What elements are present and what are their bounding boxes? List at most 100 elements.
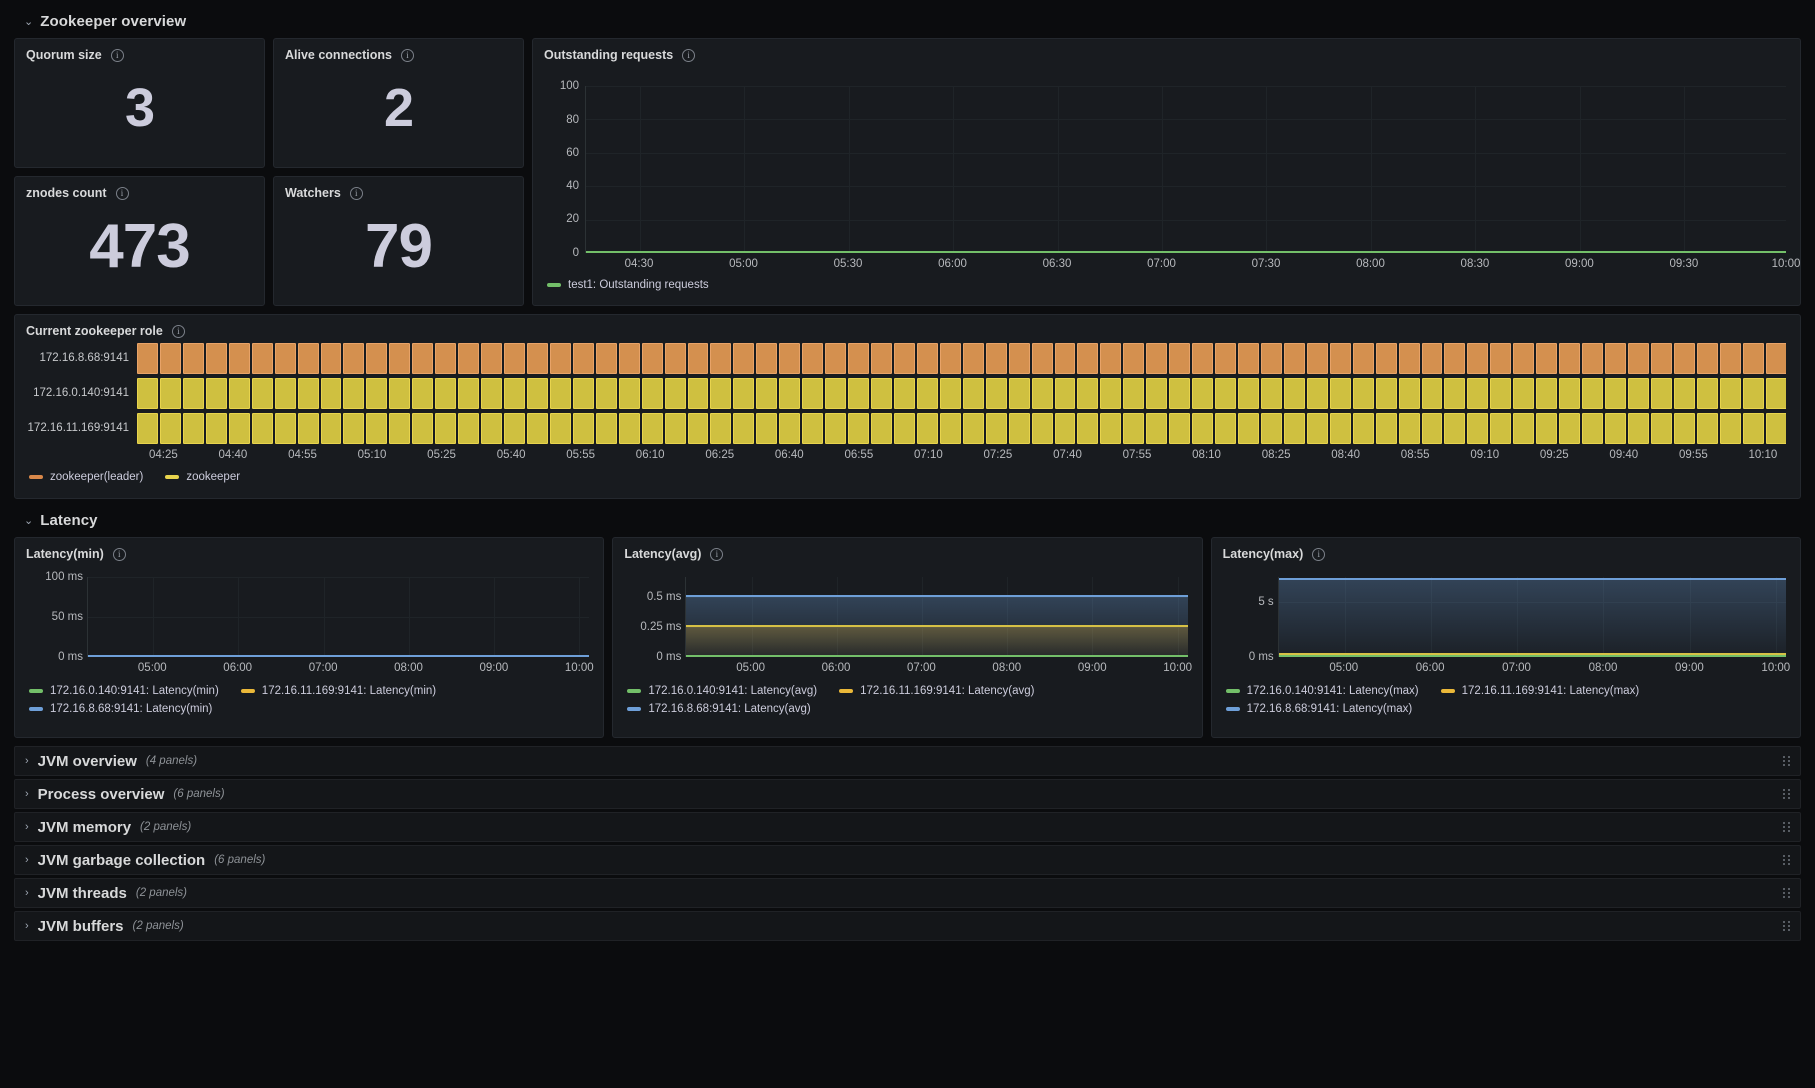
timeline-cell[interactable] (848, 378, 869, 409)
timeline-cell[interactable] (848, 343, 869, 374)
timeline-cell[interactable] (733, 343, 755, 374)
timeline-cell[interactable] (274, 378, 296, 409)
timeline-cell[interactable] (962, 378, 984, 409)
timeline-cell[interactable] (228, 413, 250, 444)
timeline-cell[interactable] (664, 343, 686, 374)
timeline-cell[interactable] (1100, 413, 1122, 444)
timeline-cell[interactable] (1283, 378, 1305, 409)
timeline-cell[interactable] (435, 343, 457, 374)
timeline-cell[interactable] (779, 413, 801, 444)
timeline-cell[interactable] (756, 378, 778, 409)
panel-latency-max[interactable]: Latency(max) i 5 s 0 ms 05: (1210, 537, 1801, 738)
timeline-cell[interactable] (1513, 413, 1535, 444)
timeline-cell[interactable] (389, 378, 411, 409)
timeline-cell[interactable] (1008, 378, 1030, 409)
timeline-cell[interactable] (1329, 413, 1351, 444)
timeline-cell[interactable] (366, 343, 388, 374)
timeline-cell[interactable] (641, 343, 663, 374)
timeline-cell[interactable] (320, 343, 342, 374)
timeline-cell[interactable] (1146, 378, 1168, 409)
timeline-cell[interactable] (1765, 378, 1786, 409)
timeline-cell[interactable] (802, 413, 824, 444)
timeline-cell[interactable] (526, 378, 548, 409)
timeline-cell[interactable] (939, 378, 961, 409)
timeline-cell[interactable] (1536, 343, 1558, 374)
timeline-cell[interactable] (481, 378, 502, 409)
timeline-cell[interactable] (985, 343, 1007, 374)
timeline-cell[interactable] (549, 343, 571, 374)
timeline-track-leader[interactable] (137, 343, 1786, 374)
timeline-cell[interactable] (1146, 343, 1168, 374)
timeline-cell[interactable] (1375, 343, 1397, 374)
timeline-cell[interactable] (1696, 343, 1718, 374)
timeline-cell[interactable] (1100, 378, 1122, 409)
timeline-cell[interactable] (1444, 413, 1466, 444)
drag-handle-icon[interactable] (1783, 888, 1790, 898)
panel-outstanding-requests[interactable]: Outstanding requests i 100 80 60 40 20 0 (532, 38, 1801, 306)
timeline-cell[interactable] (1605, 343, 1626, 374)
stat-panel-watchers[interactable]: Watchers i 79 (273, 176, 524, 306)
legend-item[interactable]: 172.16.11.169:9141: Latency(avg) (839, 685, 1034, 697)
timeline-cell[interactable] (1352, 378, 1374, 409)
timeline-cell[interactable] (1146, 413, 1168, 444)
timeline-cell[interactable] (1444, 343, 1466, 374)
timeline-cell[interactable] (435, 378, 457, 409)
timeline-cell[interactable] (251, 343, 273, 374)
panel-current-zookeeper-role[interactable]: Current zookeeper role i 172.16.8.68:914… (14, 314, 1801, 499)
timeline-cell[interactable] (1192, 343, 1214, 374)
timeline-cell[interactable] (1605, 378, 1626, 409)
info-icon[interactable]: i (115, 186, 129, 200)
legend-item[interactable]: 172.16.8.68:9141: Latency(max) (1225, 703, 1791, 715)
legend-item[interactable]: 172.16.11.169:9141: Latency(max) (1440, 685, 1639, 697)
timeline-cell[interactable] (756, 343, 778, 374)
timeline-cell[interactable] (297, 413, 319, 444)
timeline-cell[interactable] (1765, 413, 1786, 444)
stat-panel-quorum-size[interactable]: Quorum size i 3 (14, 38, 265, 168)
timeline-cell[interactable] (1467, 343, 1489, 374)
timeline-cell[interactable] (1467, 413, 1489, 444)
timeline-cell[interactable] (205, 378, 227, 409)
timeline-cell[interactable] (572, 413, 594, 444)
timeline-cell[interactable] (1306, 343, 1328, 374)
drag-handle-icon[interactable] (1783, 921, 1790, 931)
timeline-cell[interactable] (641, 413, 663, 444)
timeline-cell[interactable] (1467, 378, 1489, 409)
timeline-cell[interactable] (595, 378, 617, 409)
timeline-cell[interactable] (1536, 378, 1558, 409)
timeline-cell[interactable] (1375, 413, 1397, 444)
info-icon[interactable]: i (400, 48, 414, 62)
timeline-cell[interactable] (1490, 413, 1512, 444)
timeline-cell[interactable] (1238, 378, 1259, 409)
timeline-cell[interactable] (916, 343, 938, 374)
timeline-cell[interactable] (572, 343, 594, 374)
timeline-cell[interactable] (343, 413, 365, 444)
collapsed-row[interactable]: ›JVM buffers(2 panels) (14, 911, 1801, 941)
timeline-cell[interactable] (320, 378, 342, 409)
timeline-cell[interactable] (137, 413, 158, 444)
timeline-cell[interactable] (1306, 378, 1328, 409)
stat-panel-znodes-count[interactable]: znodes count i 473 (14, 176, 265, 306)
timeline-cell[interactable] (1352, 343, 1374, 374)
drag-handle-icon[interactable] (1783, 855, 1790, 865)
timeline-cell[interactable] (779, 378, 801, 409)
timeline-cell[interactable] (779, 343, 801, 374)
timeline-cell[interactable] (1490, 378, 1512, 409)
info-icon[interactable]: i (112, 547, 126, 561)
timeline-cell[interactable] (1169, 378, 1191, 409)
timeline-cell[interactable] (389, 413, 411, 444)
timeline-cell[interactable] (435, 413, 457, 444)
timeline-cell[interactable] (939, 343, 961, 374)
timeline-cell[interactable] (1582, 343, 1603, 374)
stat-panel-alive-connections[interactable]: Alive connections i 2 (273, 38, 524, 168)
timeline-cell[interactable] (1742, 413, 1764, 444)
timeline-cell[interactable] (1238, 343, 1259, 374)
row-header-zookeeper-overview[interactable]: ⌄ Zookeeper overview (14, 6, 1801, 36)
timeline-cell[interactable] (1054, 378, 1076, 409)
timeline-cell[interactable] (1696, 413, 1718, 444)
timeline-cell[interactable] (1421, 413, 1443, 444)
collapsed-row[interactable]: ›JVM garbage collection(6 panels) (14, 845, 1801, 875)
timeline-cell[interactable] (618, 343, 640, 374)
timeline-cell[interactable] (1719, 413, 1741, 444)
timeline-cell[interactable] (159, 413, 181, 444)
timeline-cell[interactable] (756, 413, 778, 444)
